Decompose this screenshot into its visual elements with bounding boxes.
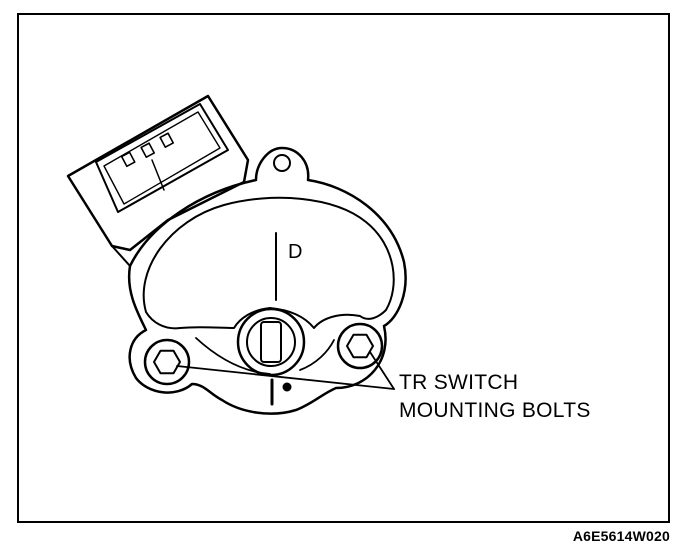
alignment-mark-dot [282,382,292,392]
right-hex-bolt-icon [336,322,384,370]
leader-line-left-bolt [176,365,395,390]
switch-body-outline [127,146,407,415]
shaft-slot [236,307,306,377]
mounting-ear-hole [273,154,291,172]
lower-web [195,337,271,375]
left-hex-bolt-icon [143,338,191,386]
position-marker-d: D [288,241,302,263]
lower-web-right [299,339,335,371]
connector-housing [66,94,250,267]
callout-tr-switch: TR SWITCH [399,371,519,394]
leader-line-right-bolt [369,351,395,390]
figure-frame [17,13,670,523]
inner-gasket-outline [142,196,395,330]
figure-code: A6E5614W020 [572,528,670,544]
callout-mounting-bolts: MOUNTING BOLTS [399,399,591,422]
